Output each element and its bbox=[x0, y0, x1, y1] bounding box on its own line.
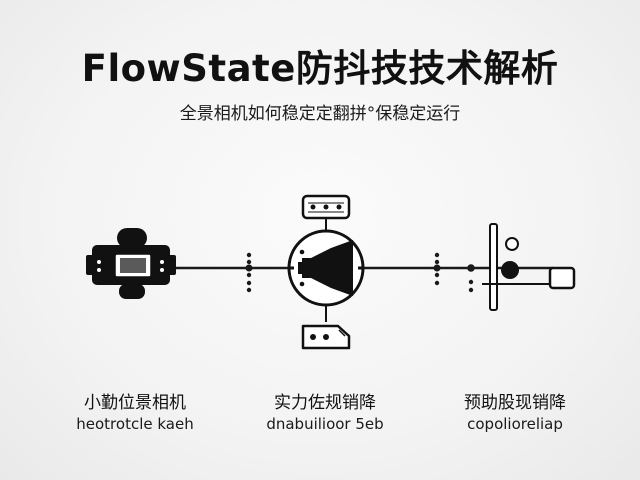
camera-icon bbox=[86, 228, 176, 299]
gimbal-megaphone-icon bbox=[287, 229, 365, 307]
sensor-module-icon bbox=[301, 324, 351, 350]
signal-dots-3 bbox=[467, 264, 475, 293]
stage-sublabel-output: copolioreliap bbox=[467, 415, 563, 433]
diagram-title: FlowState防抖技技术解析 bbox=[81, 47, 559, 90]
stabilized-output-icon bbox=[482, 223, 576, 311]
signal-dots-1 bbox=[245, 252, 253, 293]
diagram-subtitle: 全景相机如何稳定定翻拼°保稳定运行 bbox=[179, 104, 461, 124]
stage-label-camera: 小勤位景相机 bbox=[84, 393, 186, 413]
signal-dots-2 bbox=[433, 252, 441, 286]
stage-sublabel-camera: heotrotcle kaeh bbox=[76, 415, 194, 433]
control-panel-icon bbox=[301, 194, 351, 220]
stage-label-output: 预助股现销降 bbox=[464, 393, 566, 413]
stage-label-stabilizer: 实力佐规销降 bbox=[274, 393, 376, 413]
stage-sublabel-stabilizer: dnabuilioor 5eb bbox=[266, 415, 384, 433]
